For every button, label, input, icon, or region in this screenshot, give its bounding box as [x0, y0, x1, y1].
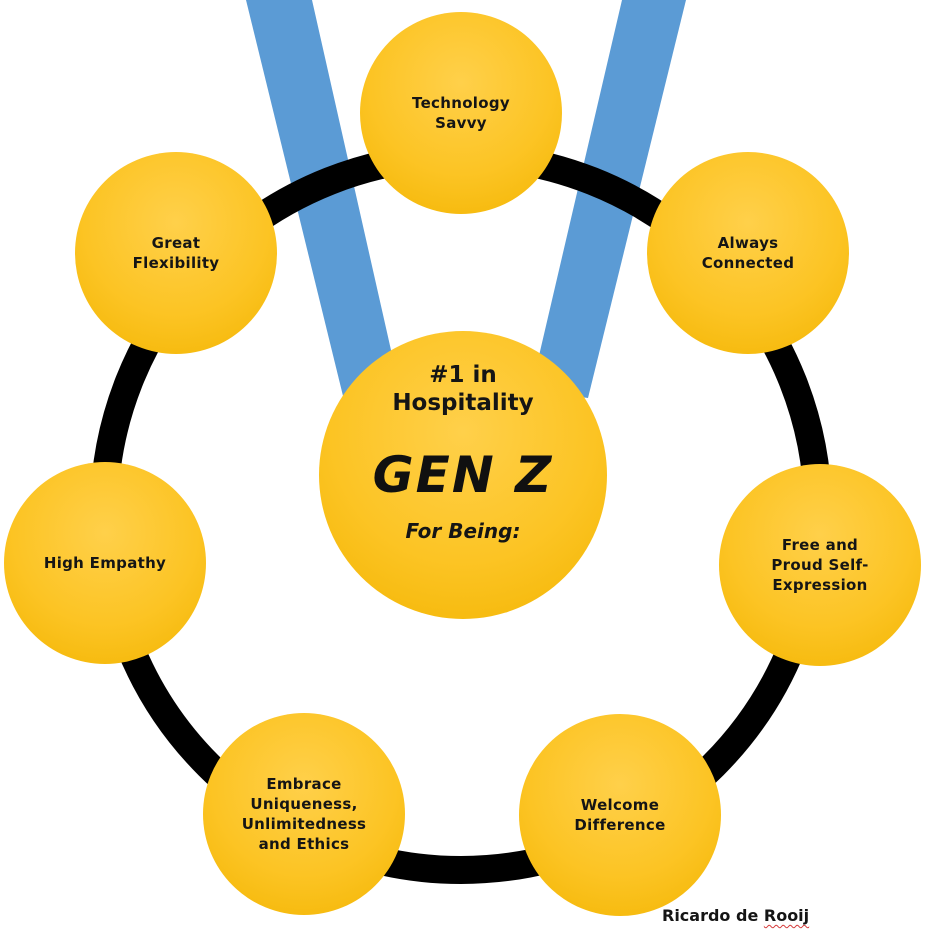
trait-label: Embrace Uniqueness, Unlimitedness and Et… [241, 775, 367, 853]
author-last: Rooij [763, 906, 810, 925]
trait-technology-savvy: Technology Savvy [360, 12, 562, 214]
ribbon-left [246, 0, 400, 400]
trait-embrace-uniqueness: Embrace Uniqueness, Unlimitedness and Et… [203, 713, 405, 915]
trait-label: High Empathy [43, 554, 167, 572]
center-heading: #1 in Hospitality [392, 362, 534, 416]
trait-always-connected: Always Connected [647, 152, 849, 354]
trait-great-flexibility: Great Flexibility [75, 152, 277, 354]
trait-welcome-difference: Welcome Difference [519, 714, 721, 916]
trait-label: Free and Proud Self- Expression [771, 536, 869, 594]
trait-label: Great Flexibility [132, 234, 220, 272]
author-credit: Ricardo de Rooij [662, 906, 809, 925]
trait-free-and-proud-self-expression: Free and Proud Self- Expression [719, 464, 921, 666]
center-subtitle: For Being: [405, 519, 521, 543]
trait-label: Welcome Difference [574, 796, 666, 834]
trait-high-empathy: High Empathy [4, 462, 206, 664]
trait-label: Always Connected [701, 234, 795, 272]
center-medal: #1 in Hospitality GEN Z For Being: [319, 331, 607, 619]
center-title: GEN Z [372, 446, 554, 504]
author-first: Ricardo de [662, 906, 759, 925]
trait-label: Technology Savvy [412, 94, 510, 132]
